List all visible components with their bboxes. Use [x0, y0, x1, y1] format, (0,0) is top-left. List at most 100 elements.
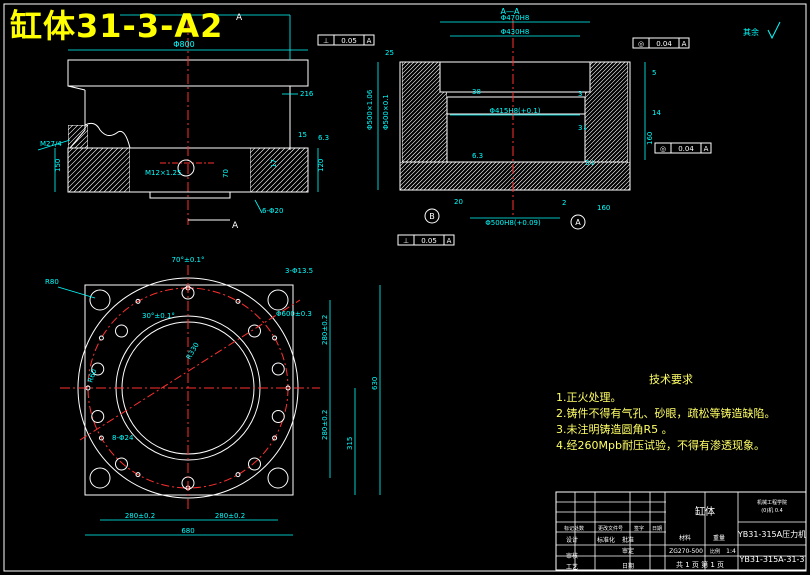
thread-left-leader	[37, 139, 71, 151]
section-title: A—A	[501, 7, 520, 16]
dim-6-20: 6-Φ20	[262, 207, 283, 215]
surface-symbol	[767, 21, 781, 40]
dim-circle-a: Φ600±0.3	[276, 310, 312, 318]
dim-25: 25	[385, 49, 394, 57]
tb-part-name: 缸体	[695, 505, 715, 518]
small-hole-120	[135, 472, 141, 478]
tb-row-date: 日期	[652, 526, 662, 532]
small-hole-30	[272, 435, 278, 441]
plan-diag-1	[79, 299, 301, 441]
dim-hole-pattern: 3-Φ13.5	[285, 267, 313, 275]
dim-right-mid: 315	[346, 437, 354, 450]
dim-38: 38	[472, 88, 481, 96]
dim-bottom-total: 680	[181, 527, 194, 535]
tb-mass-label: 重量	[713, 534, 725, 542]
bolt-hole-1	[115, 324, 128, 338]
tol-frame-4-symbol: ⊥	[403, 237, 409, 245]
tb-std: 标准化	[597, 536, 615, 544]
r80-leader	[57, 286, 96, 299]
dim-2: 2	[562, 199, 566, 207]
dim-15: 15	[298, 131, 307, 139]
section-inner-bore	[446, 96, 586, 163]
corner-hole-3	[89, 467, 111, 489]
small-hole-150	[98, 435, 104, 441]
section-top-recess	[439, 61, 591, 93]
dim-angle-mid: 30°±0.1°	[142, 312, 175, 320]
tb-material: ZG270-500	[669, 548, 703, 555]
dim-415: Φ415H8(+0.1)	[489, 107, 540, 115]
tech-note-1: 1.正火处理。	[556, 391, 622, 404]
tb-drawing-no: YB31-315A-31-3	[738, 555, 804, 564]
dim-right-lower: 280±0.2	[321, 410, 329, 440]
dim-3b: 3↓	[578, 124, 588, 132]
corner-hole-4	[267, 467, 289, 489]
view-label-bottom-a: A	[232, 221, 239, 231]
bolt-hole-2	[248, 324, 261, 338]
dim-r80: R80	[45, 278, 59, 286]
dim-150-left: 150	[54, 159, 62, 172]
tol-frame-2-symbol: ◎	[638, 40, 644, 48]
dim-470: Φ470H8	[501, 14, 530, 22]
thread-mid: M12×1.25	[145, 169, 181, 177]
port-circle	[177, 159, 195, 177]
section-hatch-right-wall	[585, 62, 628, 162]
front-bottom-tab	[149, 191, 231, 199]
break-curve	[84, 122, 131, 149]
dim-20: 20	[454, 198, 463, 206]
tol-frame-1-datum: A	[367, 37, 372, 45]
tol-frame-3-datum: A	[704, 145, 709, 153]
tb-approve2: 审定	[622, 547, 634, 555]
dim-6-20-leader	[254, 199, 263, 214]
tb-row-change: 更改文件号	[598, 525, 623, 532]
datum-a-label: A	[575, 218, 581, 227]
corner-hole-2	[267, 289, 289, 311]
dim-63-sec: 6.3	[472, 152, 483, 160]
bolt-hole-8	[248, 457, 261, 471]
tol-frame-3-value: 0.04	[678, 145, 694, 153]
tb-role-check: 审核	[566, 552, 578, 560]
datum-a-circle	[570, 214, 586, 230]
dim-160-r: 160	[646, 132, 654, 145]
tol-frame-1-symbol: ⊥	[323, 37, 329, 45]
tb-row-mark: 标记处数	[564, 525, 584, 532]
thread-left: M27/4	[40, 140, 62, 148]
dim-160-bottom: 160	[597, 204, 610, 212]
tech-note-2: 2.铸件不得有气孔、砂眼，疏松等铸造缺陷。	[556, 407, 776, 420]
bolt-hole-4	[271, 362, 285, 376]
small-hole-240	[135, 298, 141, 304]
dim-right-upper: 280±0.2	[321, 315, 329, 345]
drawing-title: 缸体31-3-A2	[10, 7, 224, 45]
dim-right-total: 630	[371, 377, 379, 390]
dim-bottom-right: 280±0.2	[215, 512, 245, 520]
dim-left-height: Φ500×1.06	[366, 89, 374, 130]
dim-70: 70	[222, 169, 230, 178]
bolt-hole-5	[91, 410, 105, 423]
tol-frame-4-datum: A	[447, 237, 452, 245]
datum-b-circle	[424, 208, 440, 224]
plan-flange	[84, 284, 294, 496]
dim-3c: 3↓	[585, 159, 595, 167]
dim-left-height2: Φ500×0.1	[382, 94, 390, 130]
tb-school: 机械工程学院	[757, 499, 787, 506]
dim-500: Φ500H8(+0.09)	[485, 219, 541, 227]
tol-frame-2-ref	[678, 37, 690, 49]
tol-frame-2-value: 0.04	[656, 40, 672, 48]
tb-scale: 1:4	[726, 548, 736, 555]
tol-frame-3-ref	[700, 142, 712, 154]
tol-frame-1-value: 0.05	[341, 37, 357, 45]
tb-sheet: 共 1 页 第 1 页	[676, 560, 724, 569]
bolt-hole-7	[115, 457, 128, 471]
dim-14: 14	[652, 109, 661, 117]
tol-frame-3-symbol: ◎	[660, 145, 666, 153]
dim-bottom-left: 280±0.2	[125, 512, 155, 520]
front-break	[69, 129, 86, 149]
dim-120-right: 120	[317, 159, 325, 172]
tol-frame-1-ref	[363, 34, 375, 46]
tb-role-design: 设计	[566, 536, 578, 544]
tb-role-process: 工艺	[566, 563, 578, 571]
dim-17: 17	[270, 159, 278, 168]
small-hole-330	[272, 335, 278, 341]
front-left-edge	[67, 85, 86, 91]
tech-note-3: 3.未注明铸造圆角R5 。	[556, 423, 673, 436]
